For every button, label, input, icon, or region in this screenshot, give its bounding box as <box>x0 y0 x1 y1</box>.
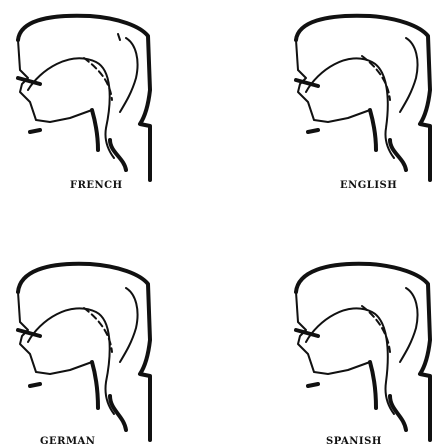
panel-english: ENGLISH <box>296 16 430 191</box>
tongue-contour-spanish <box>306 306 394 414</box>
panel-label-german: GERMAN <box>40 436 95 446</box>
panel-label-spanish: SPANISH <box>326 436 382 446</box>
vocal-tract-outline-spanish <box>296 264 430 440</box>
tongue-contour-french <box>28 58 114 158</box>
vocal-tract-outline-german <box>18 264 150 440</box>
panel-label-french: FRENCH <box>70 180 123 191</box>
panel-spanish: SPANISH <box>296 264 430 446</box>
panel-french: FRENCH <box>18 16 150 191</box>
panel-german: GERMAN <box>18 264 150 446</box>
panel-label-english: ENGLISH <box>340 180 397 191</box>
tongue-contour-english <box>306 56 394 158</box>
vocal-tract-outline-english <box>296 16 430 180</box>
tongue-contour-german <box>28 308 114 414</box>
vocal-tract-outline-french <box>18 16 150 180</box>
